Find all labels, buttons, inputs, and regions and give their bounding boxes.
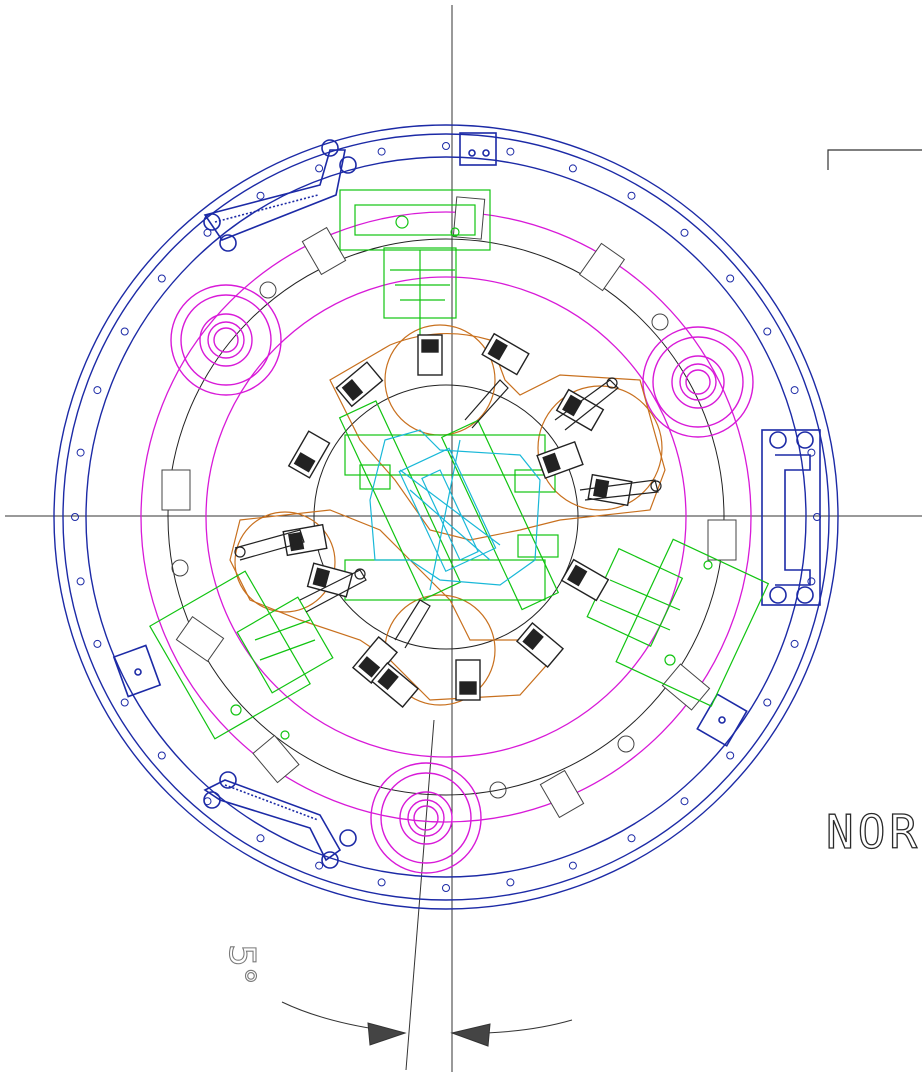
- bolt-hole: [71, 513, 79, 521]
- small-circles: [171, 281, 669, 799]
- bolt-hole: [93, 386, 102, 395]
- clamp-top: [339, 189, 491, 340]
- green-clamp-assemblies: [149, 189, 770, 740]
- outer-ring-3: [85, 156, 807, 878]
- small-tab-left: [112, 644, 162, 698]
- bolt-hole: [568, 164, 577, 173]
- bolt-hole: [377, 878, 386, 887]
- magenta-rings: [140, 211, 752, 823]
- bolt-hole: [256, 191, 265, 200]
- bolt-hole: [726, 751, 735, 760]
- small-tab-right: [696, 693, 748, 747]
- right-arrowhead: [450, 1023, 491, 1047]
- small-tab-top: [459, 132, 497, 166]
- bolt-hole: [120, 698, 129, 707]
- magenta-ring-inner: [205, 276, 687, 758]
- angle-dimension: [281, 1001, 573, 1047]
- orange-envelopes: [229, 324, 666, 706]
- left-arrowhead: [367, 1022, 407, 1046]
- bolt-hole: [726, 274, 735, 283]
- angle-reference-line: [405, 719, 435, 1071]
- bracket-bottom-left: [203, 771, 357, 869]
- bolt-hole: [315, 861, 324, 870]
- port-left: [170, 284, 282, 396]
- bolt-hole: [807, 448, 816, 457]
- bolt-hole: [680, 797, 689, 806]
- bolt-hole: [442, 142, 450, 150]
- bolt-hole: [807, 577, 816, 586]
- outer-ring-2: [62, 133, 830, 901]
- bolt-hole: [157, 751, 166, 760]
- bracket-top-left: [203, 139, 357, 252]
- bolt-hole: [790, 386, 799, 395]
- bolt-hole: [568, 861, 577, 870]
- pitch-ring: [167, 238, 725, 796]
- outer-flange-rings: [53, 124, 839, 910]
- bolt-hole: [120, 327, 129, 336]
- bolt-hole: [76, 577, 85, 586]
- center-green-blocks: [338, 400, 560, 611]
- bolt-hole: [93, 639, 102, 648]
- bolt-holes: [71, 142, 821, 892]
- angle-label: 5°: [221, 944, 262, 985]
- bolt-hole: [442, 884, 450, 892]
- bracket-right: [761, 429, 821, 606]
- bolt-hole: [157, 274, 166, 283]
- black-clamps: [282, 332, 633, 709]
- north-marker: [827, 149, 922, 170]
- bolt-hole: [256, 834, 265, 843]
- magenta-ring-outer: [140, 211, 752, 823]
- north-frame-line: [827, 149, 922, 170]
- port-right: [642, 326, 754, 438]
- central-disk: [313, 384, 579, 650]
- blue-brackets: [112, 132, 821, 869]
- bolt-hole: [506, 878, 515, 887]
- bolt-hole: [315, 164, 324, 173]
- pitch-ring-blocks: [161, 196, 737, 819]
- port-bottom: [370, 762, 482, 874]
- magenta-ports: [170, 284, 754, 874]
- north-label: NOR: [826, 805, 921, 859]
- outer-ring-1: [53, 124, 839, 910]
- black-rings: [167, 238, 725, 796]
- bolt-hole: [763, 327, 772, 336]
- bolt-hole: [627, 834, 636, 843]
- clamp-left: [149, 570, 334, 740]
- cyan-core-assembly: [369, 429, 541, 591]
- clamp-arms: [234, 377, 662, 649]
- bolt-hole: [790, 639, 799, 648]
- centerlines: [5, 5, 922, 1072]
- bolt-hole: [506, 147, 515, 156]
- bolt-hole: [763, 698, 772, 707]
- bolt-hole: [76, 448, 85, 457]
- bolt-hole: [377, 147, 386, 156]
- bolt-hole: [680, 228, 689, 237]
- bolt-hole: [627, 191, 636, 200]
